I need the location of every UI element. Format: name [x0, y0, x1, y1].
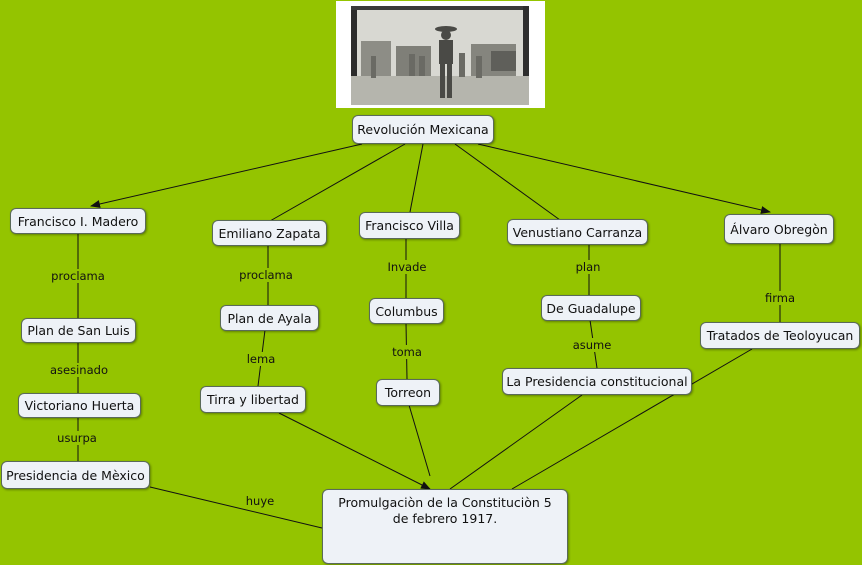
link-label-plan: plan: [573, 260, 603, 274]
link-label-usurpa: usurpa: [55, 431, 99, 445]
node-victoriano-huerta[interactable]: Victoriano Huerta: [18, 393, 141, 418]
node-plan-san-luis[interactable]: Plan de San Luis: [21, 318, 136, 343]
historical-photo: [351, 6, 529, 105]
link-label-proclama-zapata: proclama: [237, 268, 295, 282]
link-label-invade: Invade: [385, 260, 429, 274]
node-tratados-teoloyucan[interactable]: Tratados de Teoloyucan: [700, 322, 860, 349]
node-alvaro-obregon[interactable]: Álvaro Obregòn: [724, 214, 834, 244]
edge-teoloyucan-constitucion: [511, 348, 753, 490]
link-label-asume: asume: [570, 338, 614, 352]
node-venustiano-carranza[interactable]: Venustiano Carranza: [507, 219, 648, 245]
link-label-huye: huye: [243, 494, 277, 508]
node-francisco-villa[interactable]: Francisco Villa: [359, 212, 460, 239]
edge-revolucion-carranza: [454, 143, 561, 221]
edge-torreon-constitucion: [408, 404, 431, 477]
edge-revolucion-obregon: [477, 143, 771, 214]
link-label-toma: toma: [390, 345, 424, 359]
node-torreon[interactable]: Torreon: [376, 379, 440, 406]
edge-tierra-constitucion: [278, 412, 431, 490]
node-tierra-libertad[interactable]: Tirra y libertad: [200, 386, 306, 413]
node-francisco-madero[interactable]: Francisco I. Madero: [10, 208, 146, 234]
node-revolucion-mexicana[interactable]: Revolución Mexicana: [352, 115, 494, 144]
node-presidencia-constitucional[interactable]: La Presidencia constitucional: [502, 368, 692, 395]
node-columbus[interactable]: Columbus: [369, 298, 444, 324]
link-label-proclama-madero: proclama: [49, 269, 107, 283]
node-plan-ayala[interactable]: Plan de Ayala: [220, 305, 319, 331]
node-de-guadalupe[interactable]: De Guadalupe: [541, 295, 641, 321]
edge-revolucion-zapata: [269, 143, 406, 222]
node-presidencia-mexico[interactable]: Presidencia de Mèxico: [1, 461, 150, 489]
node-emiliano-zapata[interactable]: Emiliano Zapata: [212, 220, 327, 246]
edge-presidencia-constitucion: [449, 394, 583, 490]
link-label-lema: lema: [244, 352, 278, 366]
link-label-asesinado: asesinado: [48, 363, 110, 377]
photo-frame: [336, 1, 545, 108]
node-constitucion-1917[interactable]: Promulgaciòn de la Constituciòn 5 de feb…: [322, 489, 568, 564]
link-label-firma: firma: [762, 291, 798, 305]
edge-presidenciamexico-constitucion: [149, 486, 323, 529]
edge-revolucion-villa: [409, 143, 424, 213]
edge-revolucion-madero: [90, 143, 363, 208]
